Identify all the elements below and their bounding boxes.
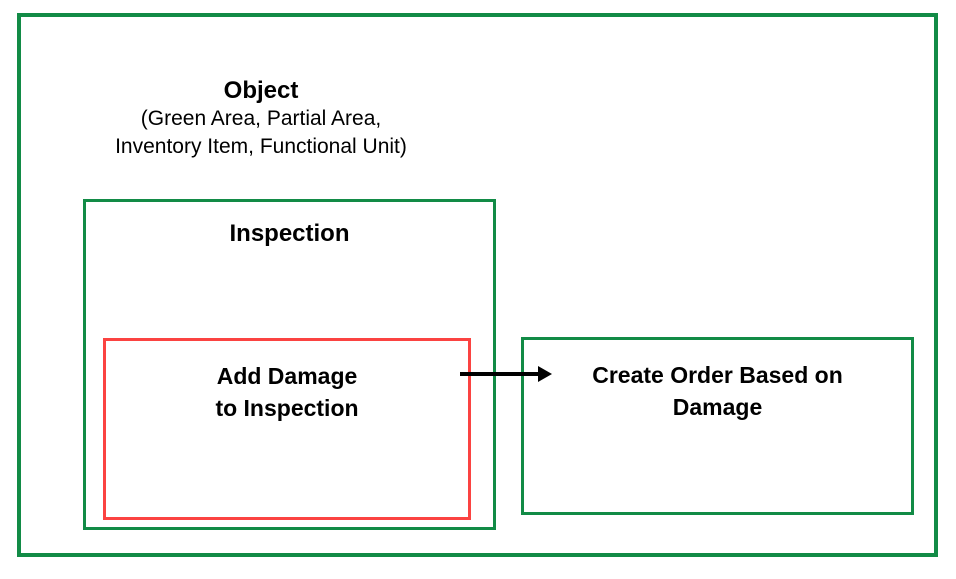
create-order-label-line-2: Damage: [672, 394, 763, 420]
add-damage-label-line-1: Add Damage: [216, 363, 358, 389]
object-title-block: Object (Green Area, Partial Area, Invent…: [61, 77, 461, 161]
create-order-label: Create Order Based on Damage: [524, 359, 911, 423]
arrow-right: [460, 366, 552, 382]
create-order-box: Create Order Based on Damage: [521, 337, 914, 515]
inspection-label: Inspection: [229, 220, 350, 247]
object-title: Object: [223, 77, 299, 104]
arrow-line: [460, 372, 540, 376]
arrow-head-icon: [538, 366, 552, 382]
add-damage-label-line-2: to Inspection: [215, 395, 359, 421]
object-box: Object (Green Area, Partial Area, Invent…: [17, 13, 938, 557]
add-damage-label: Add Damage to Inspection: [106, 360, 468, 424]
create-order-label-line-1: Create Order Based on: [592, 362, 843, 388]
add-damage-box: Add Damage to Inspection: [103, 338, 471, 520]
object-subtitle-line-1: (Green Area, Partial Area,: [140, 107, 382, 130]
inspection-box: Inspection: [83, 199, 496, 530]
object-subtitle-line-2: Inventory Item, Functional Unit): [115, 135, 407, 158]
